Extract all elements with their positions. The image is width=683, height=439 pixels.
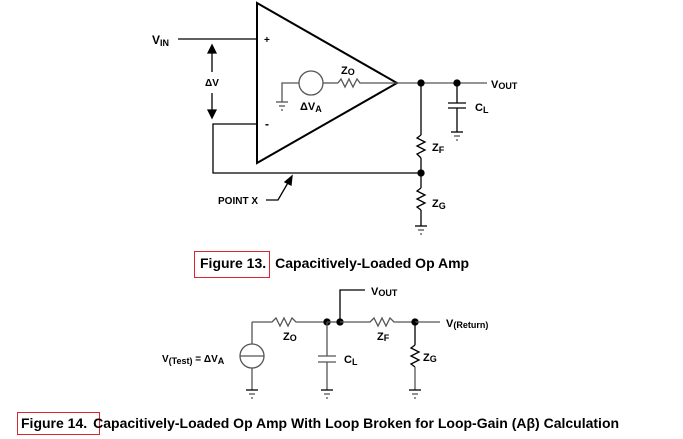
figure13-labels: VIN + - ΔV ZO ΔVA VOUT CL ZF ZG POINT X: [152, 33, 518, 211]
junction-dot: [417, 169, 425, 177]
vtest-label: V(Test) = ΔVA: [162, 354, 225, 366]
zg-label: ZG: [432, 198, 446, 211]
zf-label: ZF: [377, 331, 390, 343]
ground-icon: [246, 389, 258, 399]
figure13-caption: Figure 13. Capacitively-Loaded Op Amp: [200, 255, 469, 271]
point-x-leader: [266, 180, 290, 201]
figure14-schematic: [239, 289, 440, 399]
figure14-title: Capacitively-Loaded Op Amp With Loop Bro…: [93, 415, 620, 431]
resistor-zo-icon: [252, 316, 327, 328]
arrowhead-down-icon: [206, 109, 218, 120]
internal-ground-wire: [281, 82, 299, 102]
feedback-wire: [212, 123, 421, 174]
figure14-caption: Figure 14. Capacitively-Loaded Op Amp Wit…: [21, 415, 619, 431]
voltage-source-icon: [298, 70, 324, 96]
figure14-number-highlight: [17, 412, 100, 435]
figure13-title: Capacitively-Loaded Op Amp: [275, 255, 470, 271]
resistor-zo-icon: [337, 77, 397, 89]
vin-label: VIN: [152, 33, 169, 48]
arrowhead-up-icon: [206, 43, 218, 54]
vout-label: VOUT: [491, 79, 518, 91]
op-amp-triangle: [256, 1, 400, 165]
figure14-labels: V(Test) = ΔVA ZO CL VOUT ZF ZG V(Return): [162, 286, 488, 367]
cl-label: CL: [344, 354, 358, 367]
point-x-arrowhead-icon: [283, 174, 293, 186]
ground-icon: [415, 225, 427, 235]
plus-input-label: +: [264, 35, 270, 46]
ground-icon: [276, 101, 288, 111]
ground-icon: [321, 389, 333, 399]
zg-label: ZG: [423, 352, 437, 364]
vout-label: VOUT: [371, 286, 398, 298]
ground-icon: [409, 389, 421, 399]
delta-v-label: ΔV: [205, 78, 219, 89]
minus-input-label: -: [265, 117, 269, 131]
resistor-zf-icon: [340, 316, 415, 328]
figure13-number: Figure 13.: [200, 255, 267, 271]
ground-icon: [451, 131, 463, 141]
zf-label: ZF: [432, 142, 445, 155]
figure13-number-highlight: [194, 251, 270, 278]
vreturn-label: V(Return): [446, 318, 488, 330]
point-x-label: POINT X: [218, 196, 258, 207]
vout-stub: [339, 289, 365, 322]
cl-label: CL: [475, 102, 489, 115]
figure13-schematic: [178, 1, 487, 235]
resistor-zg-icon: [415, 187, 427, 211]
figure14-number: Figure 14.: [21, 415, 88, 431]
resistor-zg-icon: [409, 344, 421, 368]
zo-label: ZO: [283, 331, 297, 343]
delta-va-label: ΔVA: [300, 101, 322, 114]
resistor-zf-icon: [415, 134, 427, 159]
zo-label: ZO: [341, 65, 355, 77]
